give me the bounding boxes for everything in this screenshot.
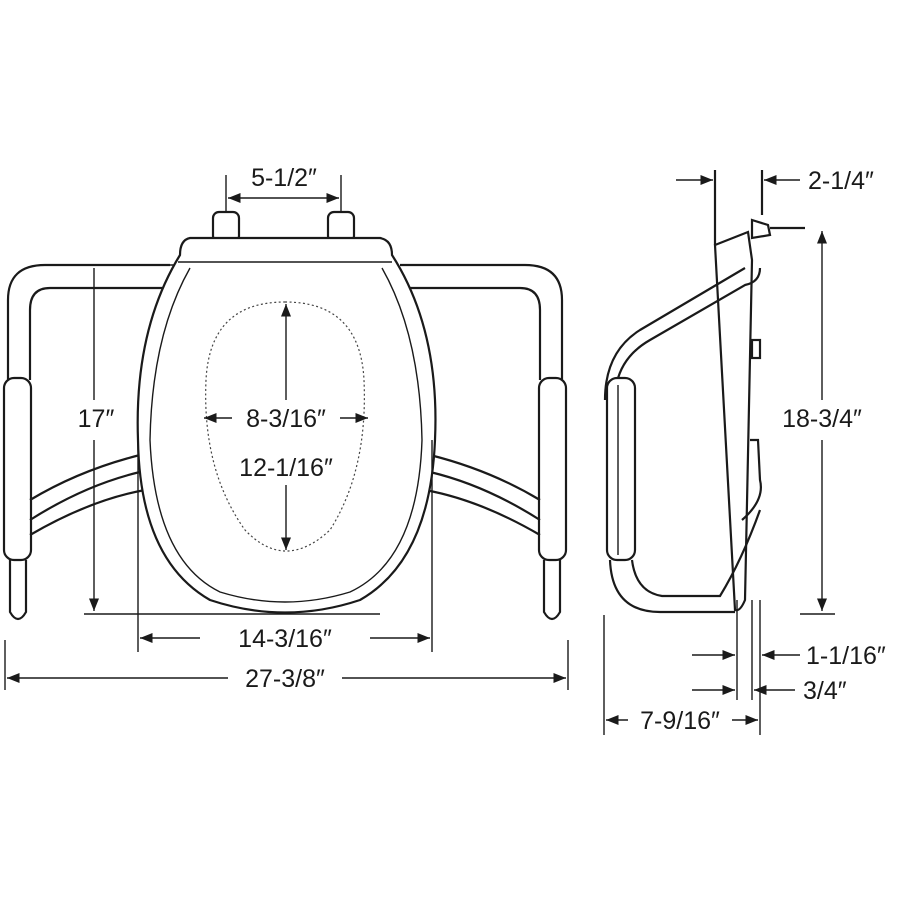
overall-depth-label: 7-9/16″ [640, 707, 720, 735]
front-view: 5-1/2″ 17″ 12-1/16″ 8-3/16″ 14-3/16″ 27-… [2, 164, 569, 693]
height-label: 17″ [78, 405, 115, 433]
right-grab-bar [400, 263, 568, 621]
overall-height-label: 18-3/4″ [782, 405, 862, 433]
top-offset-label: 2-1/4″ [808, 167, 874, 195]
hinge-spacing-label: 5-1/2″ [251, 164, 317, 192]
opening-length-label: 12-1/16″ [239, 454, 333, 482]
left-grab-bar [2, 263, 170, 621]
seat-profile [713, 230, 754, 612]
side-view: 2-1/4″ 18-3/4″ 1-1/16″ 3/4″ 7-9/16″ [603, 167, 886, 735]
seat-thickness-label: 3/4″ [803, 677, 847, 705]
seat-width-label: 14-3/16″ [238, 625, 332, 653]
bracket-offset-label: 1-1/16″ [806, 642, 886, 670]
toilet-seat [136, 236, 437, 614]
opening-width-label: 8-3/16″ [246, 405, 326, 433]
overall-width-label: 27-3/8″ [245, 665, 325, 693]
side-grab-bar-pad [605, 376, 637, 562]
side-bolt [750, 338, 762, 360]
